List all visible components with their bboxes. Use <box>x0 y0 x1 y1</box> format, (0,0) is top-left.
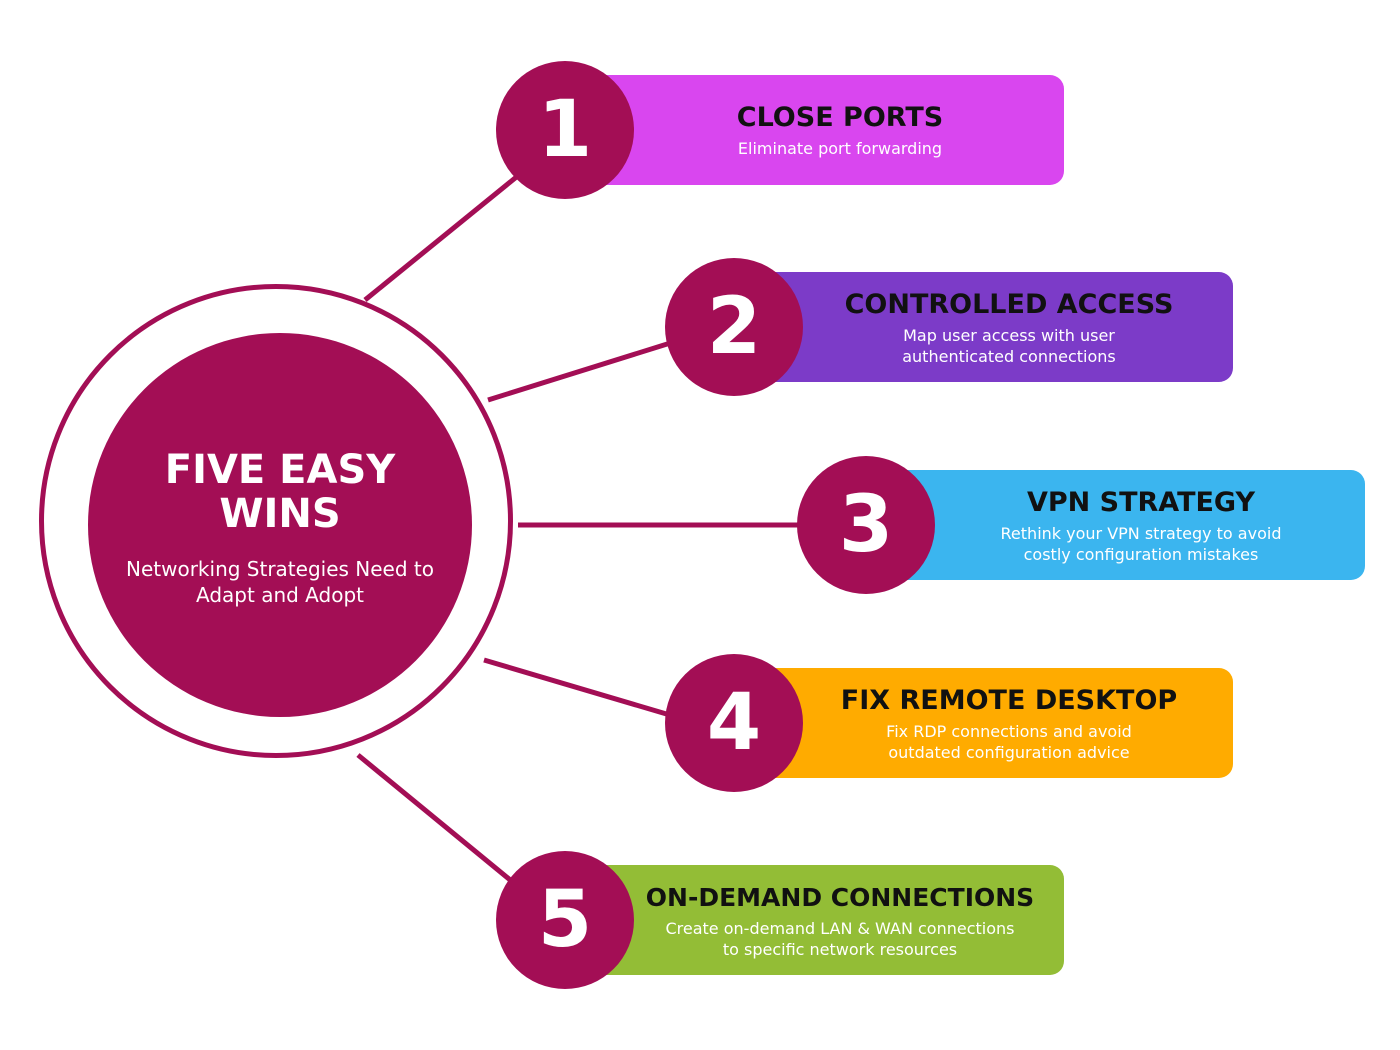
step-description: Fix RDP connections and avoid outdated c… <box>886 721 1132 762</box>
hub-circle <box>88 333 472 717</box>
step-bar: VPN STRATEGY Rethink your VPN strategy t… <box>857 470 1365 580</box>
step-controlled-access: CONTROLLED ACCESS Map user access with u… <box>665 258 1233 396</box>
step-title: VPN STRATEGY <box>1026 486 1256 518</box>
step-vpn-strategy: VPN STRATEGY Rethink your VPN strategy t… <box>797 456 1365 594</box>
step-description: Create on-demand LAN & WAN connections t… <box>665 918 1015 959</box>
connector-line-5 <box>356 753 522 890</box>
step-number-badge: 2 <box>665 258 803 396</box>
step-bar: FIX REMOTE DESKTOP Fix RDP connections a… <box>725 668 1233 778</box>
connector-line-2 <box>487 337 681 403</box>
step-text: CLOSE PORTS Eliminate port forwarding <box>616 75 1064 185</box>
step-text: CONTROLLED ACCESS Map user access with u… <box>785 272 1233 382</box>
step-text: ON-DEMAND CONNECTIONS Create on-demand L… <box>616 865 1064 975</box>
hub-subtitle: Networking Strategies Need to Adapt and … <box>126 557 434 607</box>
step-number-badge: 4 <box>665 654 803 792</box>
step-bar: CONTROLLED ACCESS Map user access with u… <box>725 272 1233 382</box>
step-description: Map user access with user authenticated … <box>902 325 1116 366</box>
step-text: VPN STRATEGY Rethink your VPN strategy t… <box>917 470 1365 580</box>
step-title: CONTROLLED ACCESS <box>844 288 1174 320</box>
step-title: FIX REMOTE DESKTOP <box>840 684 1178 716</box>
step-text: FIX REMOTE DESKTOP Fix RDP connections a… <box>785 668 1233 778</box>
step-title: ON-DEMAND CONNECTIONS <box>645 882 1035 912</box>
step-bar: ON-DEMAND CONNECTIONS Create on-demand L… <box>556 865 1064 975</box>
hub-title: FIVE EASY WINS <box>164 447 396 537</box>
step-close-ports: CLOSE PORTS Eliminate port forwarding 1 <box>496 61 1064 199</box>
step-number-badge: 5 <box>496 851 634 989</box>
step-number-badge: 3 <box>797 456 935 594</box>
step-on-demand-connections: ON-DEMAND CONNECTIONS Create on-demand L… <box>496 851 1064 989</box>
step-number-badge: 1 <box>496 61 634 199</box>
step-description: Eliminate port forwarding <box>737 139 943 158</box>
step-title: CLOSE PORTS <box>736 102 944 133</box>
step-fix-remote-desktop: FIX REMOTE DESKTOP Fix RDP connections a… <box>665 654 1233 792</box>
step-bar: CLOSE PORTS Eliminate port forwarding <box>556 75 1064 185</box>
connector-line-4 <box>483 657 681 721</box>
step-description: Rethink your VPN strategy to avoid costl… <box>1000 523 1282 564</box>
connector-line-1 <box>363 168 527 302</box>
